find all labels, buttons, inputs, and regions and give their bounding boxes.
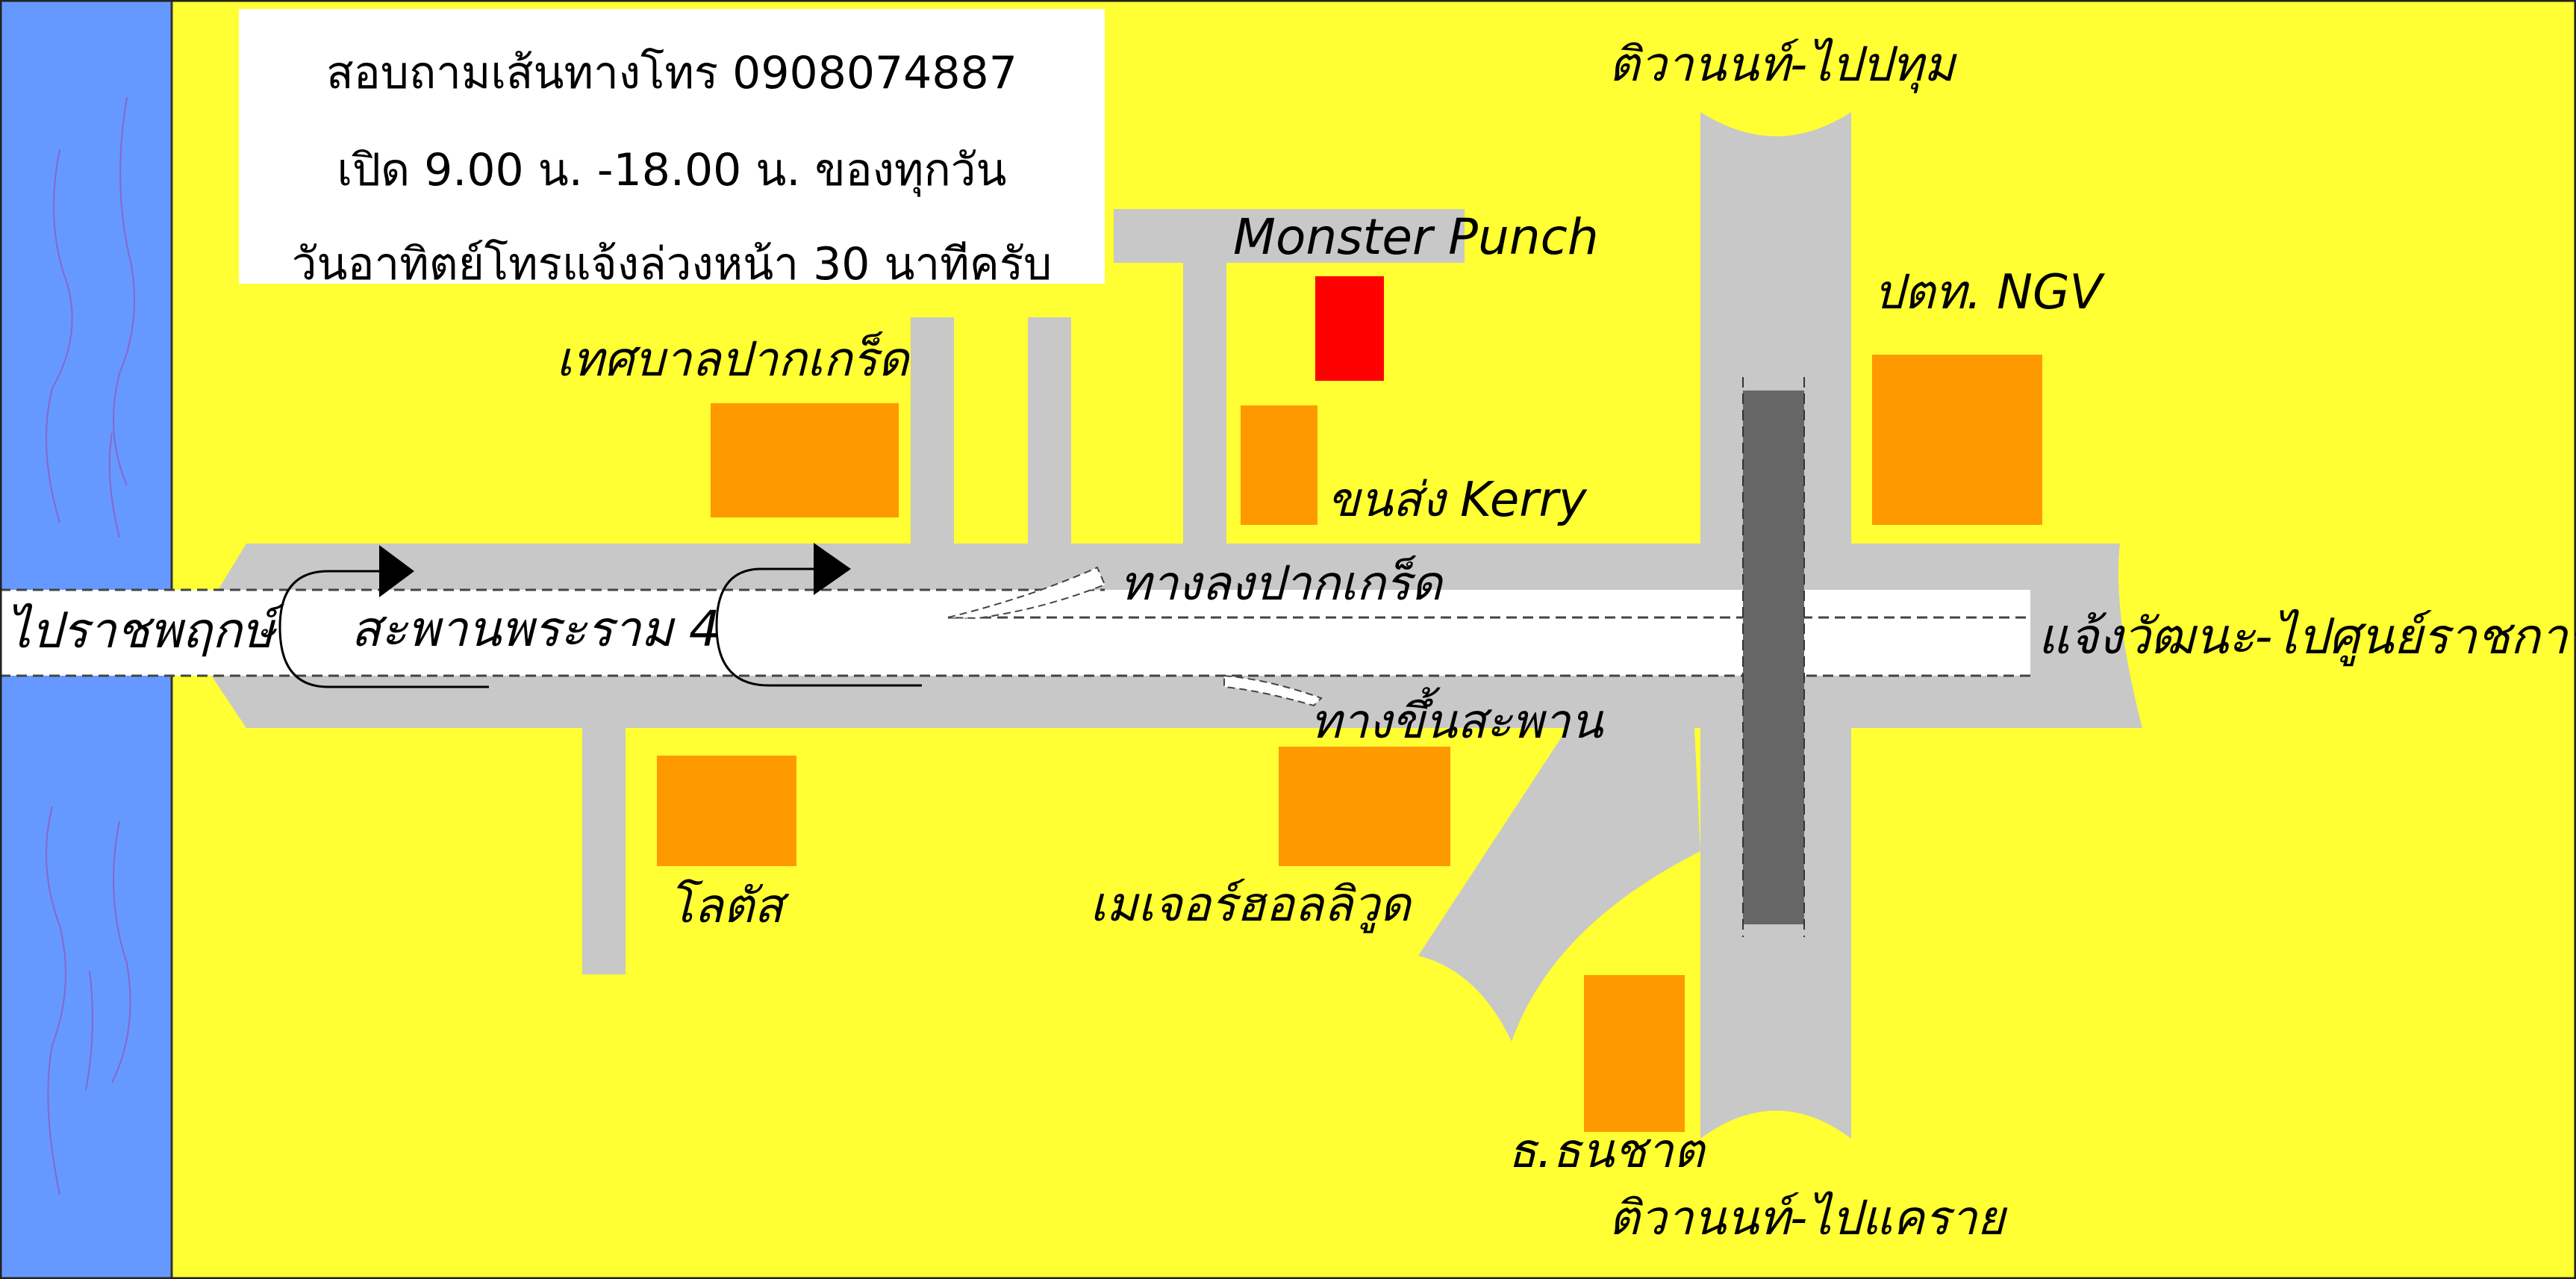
info-hours: เปิด 9.00 น. -18.00 น. ของทุกวัน (337, 144, 1007, 196)
u-turn-right-arrow (814, 543, 851, 595)
label-ptt-ngv: ปตท. NGV (1874, 265, 2103, 320)
u-turn-right (715, 567, 922, 687)
u-turn-left-arrow (379, 545, 414, 597)
overpass (1743, 390, 1804, 924)
building-thanachart (1584, 975, 1685, 1132)
buildings (657, 355, 2042, 1132)
side-street-top (1114, 209, 1465, 263)
side-street-3 (1183, 254, 1226, 549)
label-to-ratchaphruek: ไปราชพฤกษ์ (6, 602, 275, 659)
monster-punch-marker (1315, 276, 1384, 381)
label-pakkret-municipality: เทศบาลปากเกร็ด (556, 332, 909, 388)
label-rama4-bridge: สะพานพระราม 4 (351, 600, 720, 658)
building-pakkret-municipality (711, 403, 899, 517)
info-phone: สอบถามเส้นทางโทร 0908074887 (326, 47, 1017, 99)
river-wave-lines (46, 96, 135, 1195)
exit-ramp (947, 566, 1106, 620)
label-bridge-entrance: ทางขึ้นสะพาน (1310, 694, 1603, 750)
label-chaengwattana: แจ้งวัฒนะ-ไปศูนย์ราชการ (2038, 608, 2576, 665)
side-street-lotus (582, 724, 626, 974)
side-street-1 (911, 317, 954, 549)
building-ptt-ngv (1872, 355, 2042, 525)
label-kerry: ขนส่ง Kerry (1327, 473, 1587, 528)
side-street-2 (1028, 317, 1071, 549)
diagonal-road (1418, 728, 1700, 1042)
building-lotus (657, 756, 796, 866)
label-monster-punch: Monster Punch (1233, 208, 1599, 266)
building-major-hollywood (1279, 747, 1450, 866)
label-thanachart: ธ.ธนชาต (1508, 1124, 1705, 1179)
info-box: สอบถามเส้นทางโทร 0908074887 เปิด 9.00 น.… (239, 9, 1105, 290)
building-kerry (1241, 405, 1317, 525)
label-tiwanon-pathum: ติวานนท์-ไปปทุม (1609, 37, 1956, 93)
label-exit-pakkret: ทางลงปากเกร็ด (1120, 556, 1442, 612)
u-turn-left (278, 570, 489, 688)
label-lotus: โลตัส (668, 879, 784, 934)
entrance-ramp (1223, 674, 1323, 707)
label-tiwanon-khae-rai: ติวานนท์-ไปแคราย (1609, 1191, 2005, 1246)
info-sunday: วันอาทิตย์โทรแจ้งล่วงหน้า 30 นาทีครับ (291, 238, 1052, 290)
label-major-hollywood: เมเจอร์ฮอลลิวูด (1090, 877, 1411, 933)
